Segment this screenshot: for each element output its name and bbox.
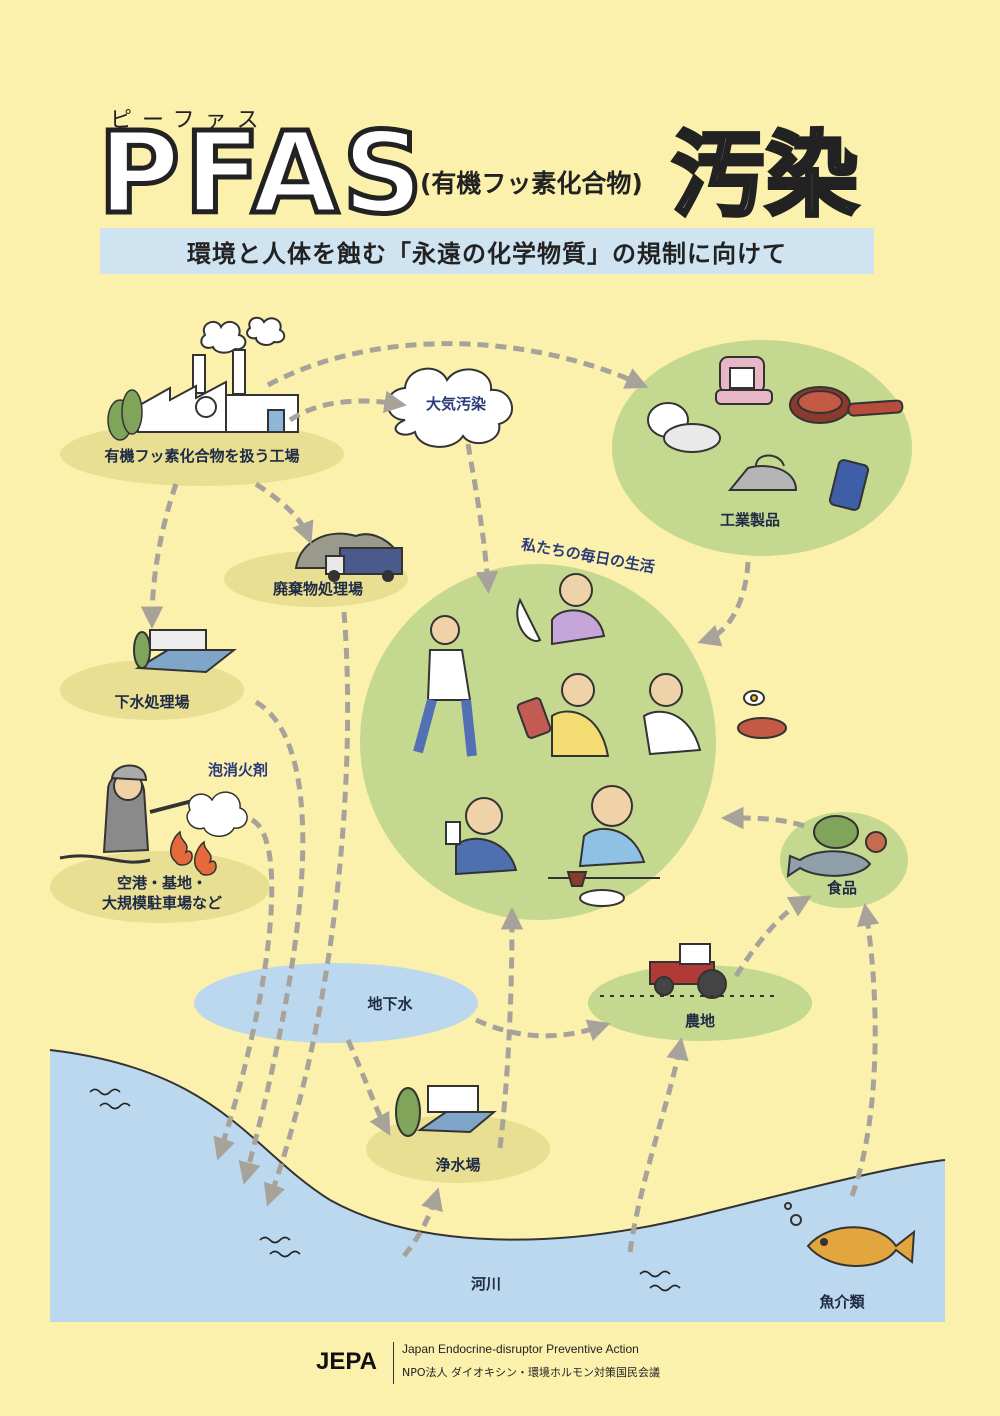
label-airport-line2: 大規模駐車場など bbox=[101, 894, 223, 912]
label-sewage-plant: 下水処理場 bbox=[114, 692, 190, 711]
farm-zone bbox=[588, 965, 812, 1041]
wave-icons bbox=[89, 1088, 681, 1292]
frying-pan-icon bbox=[789, 386, 904, 424]
arrow-food-life bbox=[721, 806, 805, 830]
purification-plant-icon bbox=[395, 1085, 497, 1137]
person-drinking-icon bbox=[445, 797, 518, 876]
person-cooking-icon bbox=[642, 673, 787, 756]
arrow-foam-river bbox=[213, 817, 275, 1161]
smartphone-icon bbox=[828, 459, 870, 511]
label-industrial-products: 工業製品 bbox=[719, 510, 781, 529]
arrow-factory-products bbox=[266, 341, 649, 389]
title-block: ピーファス PFAS (有機フッ素化合物) 汚染 環境と人体を蝕む「永遠の化学物… bbox=[0, 0, 1000, 290]
arrow-products-life bbox=[697, 561, 751, 647]
flow-arrows bbox=[140, 341, 880, 1258]
footer-logo-jepa: JEPA bbox=[316, 1348, 377, 1375]
arrow-groundwater-purification bbox=[345, 1038, 391, 1136]
foam-icon bbox=[186, 791, 248, 837]
label-factory: 有機フッ素化合物を扱う工場 bbox=[104, 446, 300, 465]
footer-org-english: Japan Endocrine-disruptor Preventive Act… bbox=[402, 1342, 639, 1356]
factory-zone bbox=[60, 422, 344, 486]
tractor-icon bbox=[600, 943, 780, 999]
factory-icon bbox=[137, 316, 299, 433]
footer-divider bbox=[393, 1342, 394, 1384]
label-farm: 農地 bbox=[684, 1011, 716, 1030]
sewage-zone bbox=[60, 660, 244, 720]
arrow-factory-sewage bbox=[140, 483, 179, 629]
river-shape bbox=[50, 1050, 945, 1322]
label-airport-line1: 空港・基地・ bbox=[116, 873, 208, 892]
label-foam: 泡消火剤 bbox=[207, 760, 269, 779]
title-ruby: ピーファス bbox=[110, 108, 269, 133]
label-waste-site: 廃棄物処理場 bbox=[272, 579, 364, 598]
arrow-fish-food bbox=[849, 903, 880, 1197]
person-mirror-icon bbox=[516, 573, 606, 646]
cloud-icon bbox=[386, 367, 513, 448]
person-phone-icon bbox=[516, 673, 610, 757]
flame-icon bbox=[170, 830, 217, 876]
arrow-sewage-river bbox=[238, 699, 306, 1185]
sewage-plant-icon bbox=[133, 629, 237, 674]
waste-truck-icon bbox=[294, 532, 403, 582]
trees-icon bbox=[107, 389, 143, 441]
footer-org-japanese: NPO法人 ダイオキシン・環境ホルモン対策国民会議 bbox=[402, 1366, 661, 1379]
arrow-factory-waste bbox=[254, 481, 314, 545]
walking-person-icon bbox=[413, 615, 477, 757]
arrow-purification-life bbox=[497, 907, 524, 1149]
subtitle-band: 環境と人体を蝕む「永遠の化学物質」の規制に向けて bbox=[100, 228, 874, 274]
arrow-river-farm bbox=[627, 1037, 689, 1253]
label-fish: 魚介類 bbox=[819, 1292, 865, 1311]
title-kanji: 汚染 bbox=[670, 122, 861, 229]
fish-icon bbox=[784, 1202, 916, 1267]
arrow-farm-food bbox=[733, 895, 812, 978]
groundwater-zone bbox=[194, 963, 478, 1043]
arrow-waste-river bbox=[263, 611, 351, 1207]
arrow-air-life bbox=[465, 443, 499, 594]
iron-icon bbox=[727, 454, 798, 491]
title-paren: (有機フッ素化合物) bbox=[420, 169, 643, 198]
compact-mirror-icon bbox=[647, 402, 721, 453]
firefighter-icon bbox=[59, 764, 197, 864]
label-purification-plant: 浄水場 bbox=[435, 1155, 481, 1174]
label-river: 河川 bbox=[470, 1274, 502, 1293]
vegetables-fish-icon bbox=[786, 815, 887, 879]
person-eating-icon bbox=[548, 785, 660, 907]
title-pfas: PFAS bbox=[95, 109, 428, 239]
armchair-icon bbox=[715, 356, 773, 405]
arrow-factory-air bbox=[288, 390, 407, 423]
arrow-groundwater-farm bbox=[474, 1017, 611, 1041]
label-air-pollution: 大気汚染 bbox=[425, 394, 487, 413]
label-airport: 空港・基地・ 大規模駐車場など bbox=[102, 873, 222, 914]
label-food: 食品 bbox=[826, 878, 858, 897]
arrow-river-purification bbox=[402, 1187, 443, 1258]
label-groundwater: 地下水 bbox=[367, 994, 413, 1013]
footer: JEPA Japan Endocrine-disruptor Preventiv… bbox=[0, 1330, 1000, 1416]
